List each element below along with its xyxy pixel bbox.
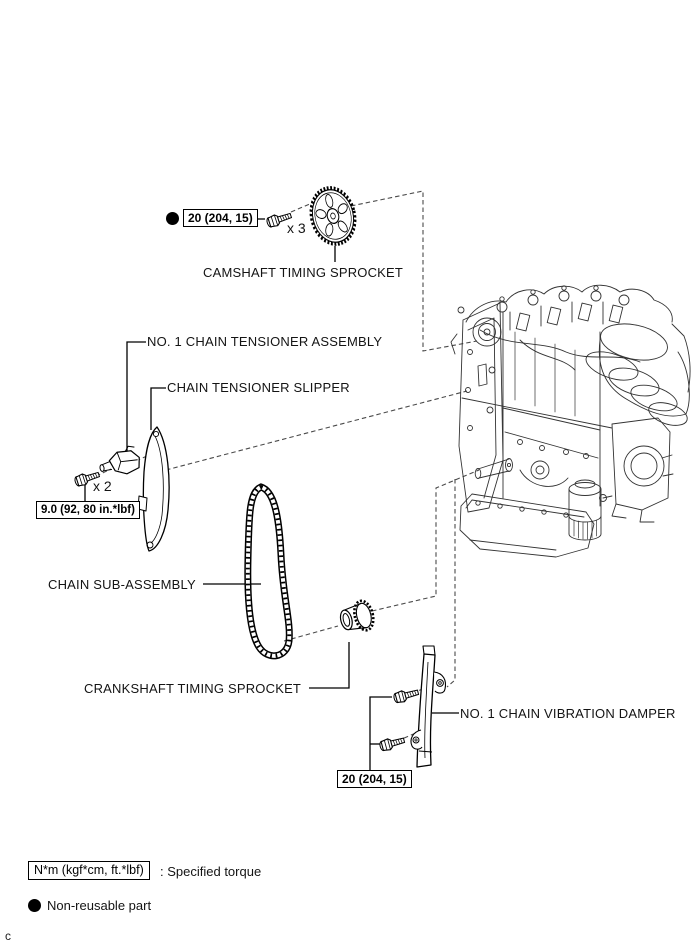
legend-torque-unit-box: N*m (kgf*cm, ft.*lbf) xyxy=(28,861,150,880)
chain-tensioner-assembly xyxy=(99,445,140,475)
chain-sub-assembly xyxy=(244,483,293,660)
legend-non-reusable-caption: Non-reusable part xyxy=(47,898,152,913)
label-chain-sub-assembly: CHAIN SUB-ASSEMBLY xyxy=(48,577,196,592)
crankshaft-timing-sprocket xyxy=(339,599,375,632)
label-no1-chain-tensioner-assembly: NO. 1 CHAIN TENSIONER ASSEMBLY xyxy=(147,334,383,349)
label-camshaft-timing-sprocket: CAMSHAFT TIMING SPROCKET xyxy=(203,265,404,280)
engine-block-sketch xyxy=(450,284,691,558)
qty-tensioner-bolts: x 2 xyxy=(93,478,112,494)
legend-torque-caption: : Specified torque xyxy=(160,864,262,879)
qty-camshaft-bolts: x 3 xyxy=(287,220,306,236)
label-crankshaft-timing-sprocket: CRANKSHAFT TIMING SPROCKET xyxy=(84,681,302,696)
torque-box-camshaft: 20 (204, 15) xyxy=(183,209,258,227)
legend-non-reusable-dot xyxy=(28,899,41,912)
label-no1-chain-vibration-damper: NO. 1 CHAIN VIBRATION DAMPER xyxy=(460,706,676,721)
chain-tensioner-slipper xyxy=(137,426,170,552)
label-chain-tensioner-slipper: CHAIN TENSIONER SLIPPER xyxy=(167,380,350,395)
non-reusable-dot xyxy=(166,212,179,225)
page-letter: c xyxy=(5,929,11,943)
camshaft-timing-sprocket xyxy=(309,186,357,246)
damper-upper-bolt-icon xyxy=(392,686,421,705)
damper-lower-bolt-icon xyxy=(378,734,407,753)
torque-box-damper: 20 (204, 15) xyxy=(337,770,412,788)
torque-box-tensioner: 9.0 (92, 80 in.*lbf) xyxy=(36,501,140,519)
chain-vibration-damper xyxy=(410,645,447,768)
